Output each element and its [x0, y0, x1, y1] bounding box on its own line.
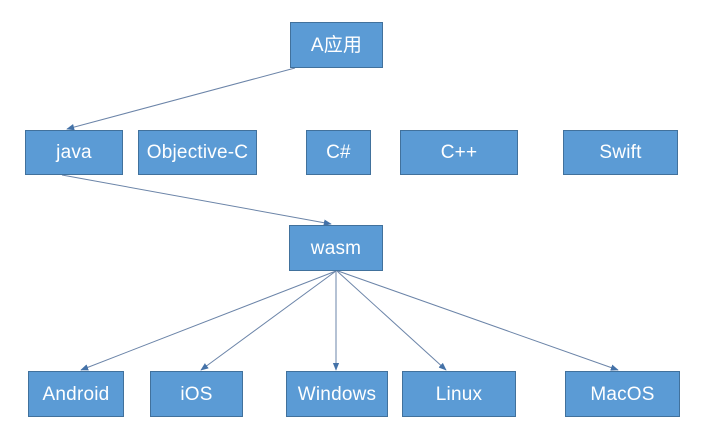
edges-group	[61, 67, 619, 371]
node-label-wasm: wasm	[310, 237, 362, 259]
node-linux[interactable]: Linux	[402, 371, 516, 417]
edge-wasm-to-macos	[337, 270, 619, 371]
node-label-csharp: C#	[326, 142, 351, 163]
edge-app-to-java	[66, 67, 296, 131]
node-label-cpp: C++	[440, 142, 478, 163]
node-label-windows: Windows	[297, 383, 377, 405]
edge-java-to-wasm	[61, 174, 332, 226]
node-label-swift: Swift	[599, 142, 642, 163]
node-android[interactable]: Android	[28, 371, 124, 417]
node-cpp[interactable]: C++	[400, 130, 518, 175]
edge-wasm-to-ios	[200, 270, 337, 371]
node-label-android: Android	[42, 383, 110, 405]
node-label-linux: Linux	[435, 383, 483, 405]
edge-wasm-to-android	[80, 270, 337, 371]
node-csharp[interactable]: C#	[306, 130, 371, 175]
node-objective-c[interactable]: Objective-C	[138, 130, 257, 175]
node-java[interactable]: java	[25, 130, 123, 175]
node-label-app: A应用	[310, 34, 363, 56]
node-label-objective-c: Objective-C	[146, 142, 249, 163]
node-label-macos: MacOS	[590, 383, 655, 405]
node-macos[interactable]: MacOS	[565, 371, 680, 417]
node-swift[interactable]: Swift	[563, 130, 678, 175]
edge-wasm-to-linux	[336, 270, 447, 371]
node-label-java: java	[56, 142, 92, 163]
node-ios[interactable]: iOS	[150, 371, 243, 417]
node-wasm[interactable]: wasm	[289, 225, 383, 271]
node-label-ios: iOS	[180, 383, 213, 405]
node-app[interactable]: A应用	[290, 22, 383, 68]
node-windows[interactable]: Windows	[286, 371, 388, 417]
